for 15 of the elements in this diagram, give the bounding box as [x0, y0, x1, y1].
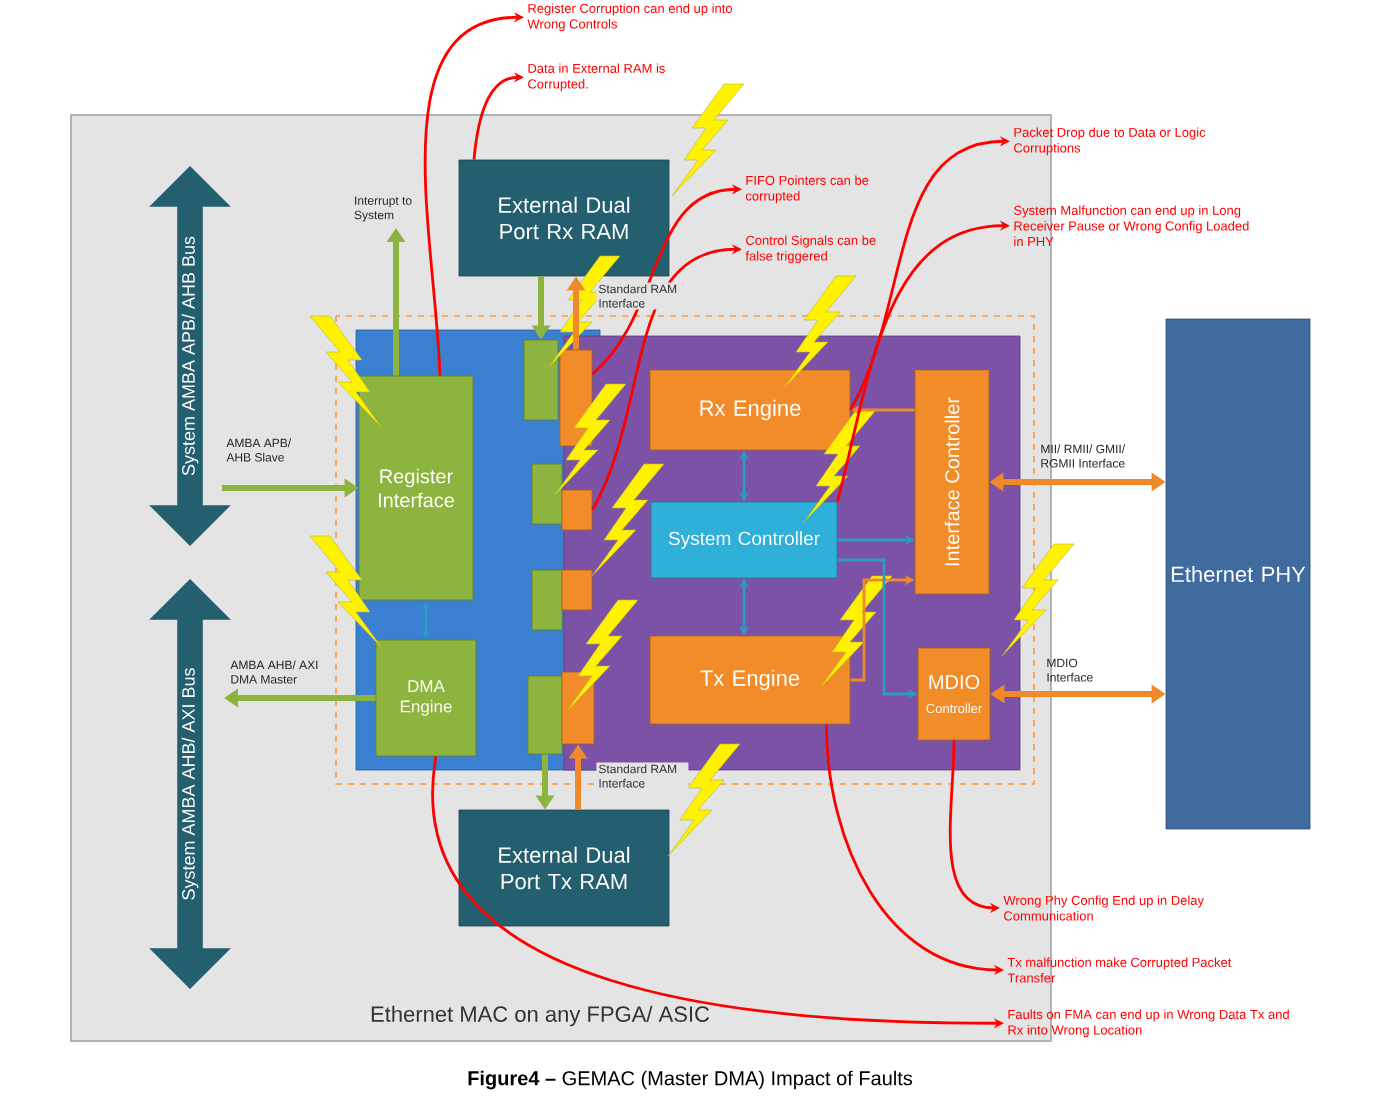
phy-box: Ethernet PHY	[1165, 318, 1311, 830]
buffer-block	[531, 463, 563, 525]
caption: Figure4 – GEMAC (Master DMA) Impact of Faults	[468, 1070, 913, 1090]
buffer-block	[527, 675, 563, 755]
ram-box: External Dual Port Tx RAM	[458, 809, 670, 927]
process-box: Interface Controller	[914, 369, 990, 595]
buffer-block	[531, 569, 563, 631]
buffer-block	[561, 489, 593, 531]
buffer-block	[561, 569, 593, 611]
process-box: DMA Engine	[375, 639, 477, 757]
process-box: Register Interface	[358, 375, 474, 601]
process-box: System Controller	[650, 501, 838, 579]
process-box: Tx Engine	[649, 635, 851, 725]
process-box: Rx Engine	[649, 369, 851, 451]
ram-box: External Dual Port Rx RAM	[458, 159, 670, 277]
